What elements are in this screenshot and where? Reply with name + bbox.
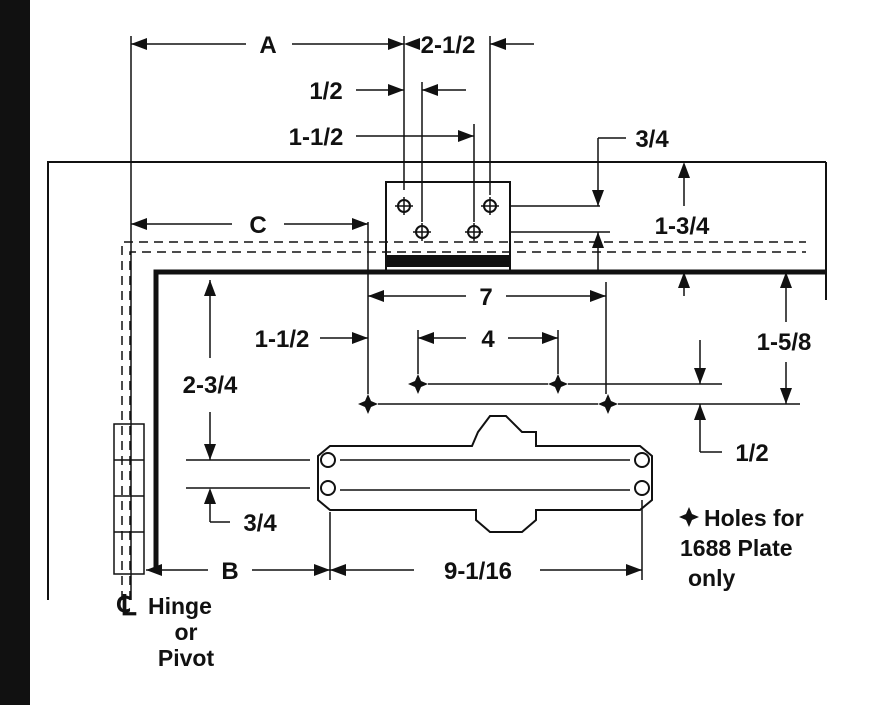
label-1-1-2-top: 1-1/2 <box>289 124 344 151</box>
label-1-1-2-mid: 1-1/2 <box>255 326 310 353</box>
dim-b <box>146 564 330 576</box>
label-2-3-4: 2-3/4 <box>183 372 238 399</box>
dim-3-4-bottom <box>204 488 230 523</box>
dim-7 <box>368 290 606 302</box>
label-1-3-4: 1-3/4 <box>655 213 710 240</box>
closer-body <box>317 415 653 533</box>
dim-3-4-top <box>592 137 690 206</box>
stop-line-inner <box>129 251 806 600</box>
door-hole-star <box>548 374 568 394</box>
dim-9-1-16 <box>330 564 642 576</box>
label-1-2-top: 1/2 <box>309 78 342 105</box>
hinge-shape <box>113 423 145 575</box>
left-border-bar <box>0 0 30 705</box>
centerline-icon: ℄ <box>116 590 137 621</box>
label-3-4-bottom: 3/4 <box>243 510 277 537</box>
label-7: 7 <box>479 284 492 311</box>
stop-line-outer <box>121 241 806 600</box>
bracket-hole <box>395 197 413 215</box>
star-icon <box>679 507 699 527</box>
label-4: 4 <box>481 326 495 353</box>
dim-1-2-right <box>694 404 722 453</box>
dim-a <box>131 38 404 50</box>
door-hole-star <box>358 394 378 414</box>
dim-1-1-2-mid <box>320 332 368 344</box>
holes-note-line2: 1688 Plate <box>680 535 793 561</box>
frame-bracket <box>385 181 511 273</box>
bracket-hole <box>481 197 499 215</box>
door-outline <box>153 269 826 568</box>
bracket-hole <box>465 223 483 241</box>
dim-1-5-8 <box>678 272 792 404</box>
holes-note: Holes for 1688 Plate only <box>679 505 804 591</box>
dim-1-2-top <box>356 84 466 96</box>
hinge-note: ℄ Hinge or Pivot <box>116 590 214 671</box>
holes-note-line1: Holes for <box>704 505 804 531</box>
label-1-5-8: 1-5/8 <box>757 329 812 356</box>
label-1-2-right: 1/2 <box>735 440 768 467</box>
hinge-note-line1: Hinge <box>148 593 212 619</box>
hinge-note-line2: or <box>175 619 198 645</box>
dim-4 <box>418 332 558 344</box>
hinge-note-line3: Pivot <box>158 645 215 671</box>
dim-1-1-2-top <box>356 130 474 142</box>
door-hole-star <box>598 394 618 414</box>
label-c: C <box>249 212 266 239</box>
holes-note-line3: only <box>688 565 735 591</box>
label-a: A <box>259 32 276 59</box>
dim-1-3-4 <box>592 232 604 272</box>
dim-2-1-2 <box>404 38 534 50</box>
label-2-1-2: 2-1/2 <box>421 32 476 59</box>
door-hole-star <box>408 374 428 394</box>
label-9-1-16: 9-1/16 <box>444 558 512 585</box>
label-b: B <box>221 558 238 585</box>
bracket-hole <box>413 223 431 241</box>
dim-c <box>131 218 368 230</box>
frame-outline <box>47 161 826 600</box>
dim-2-3-4 <box>204 280 216 460</box>
label-3-4-top: 3/4 <box>635 126 669 153</box>
